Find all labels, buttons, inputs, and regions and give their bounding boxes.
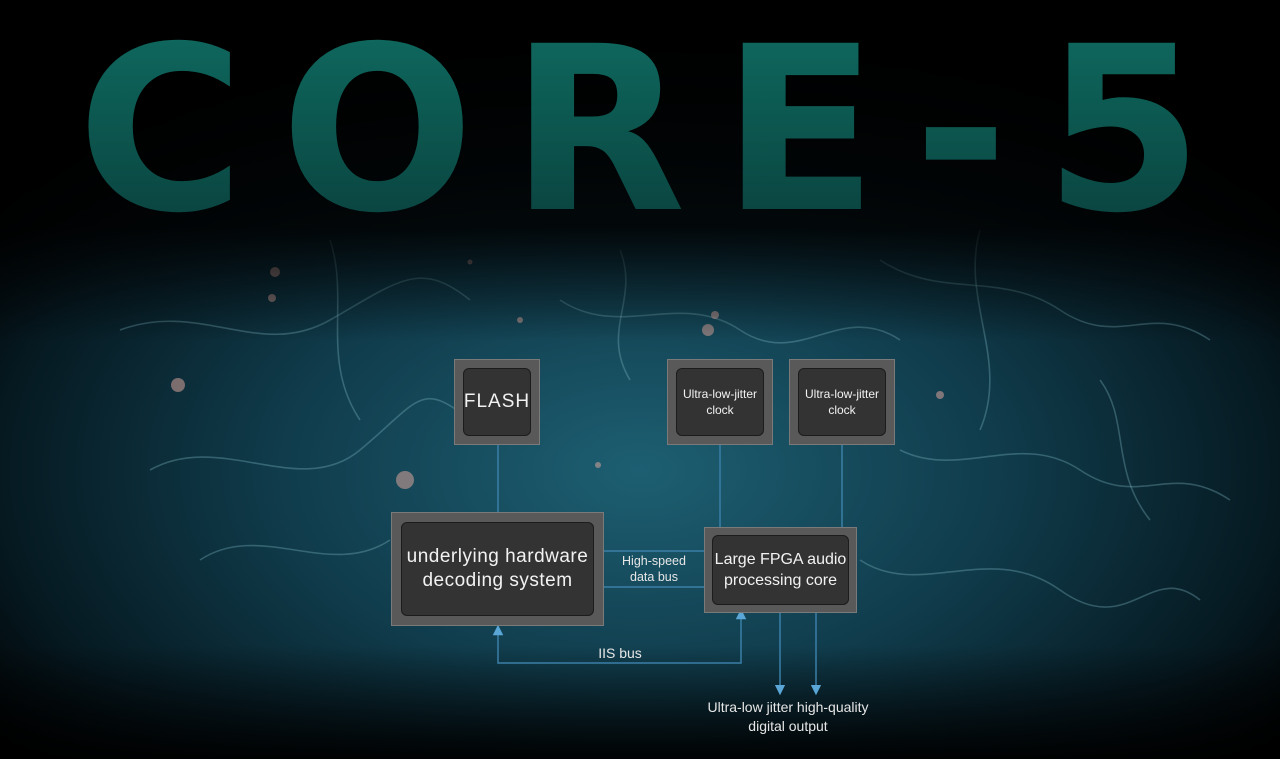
- decoder-label: underlying hardware decoding system: [401, 522, 594, 616]
- data-bus-line-2: data bus: [630, 570, 678, 584]
- product-title: CORE-5: [0, 10, 1280, 250]
- clock-2-line-1: Ultra-low-jitter: [804, 387, 879, 401]
- flash-chip: FLASH: [454, 359, 540, 445]
- clock-1-label: Ultra-low-jitter clock: [676, 368, 764, 436]
- iis-bus-line: [492, 608, 747, 664]
- fpga-label: Large FPGA audio processing core: [712, 535, 849, 605]
- data-bus-label: High-speed data bus: [604, 553, 704, 585]
- fpga-line-2: processing core: [724, 572, 837, 589]
- clock-chip-2: Ultra-low-jitter clock: [789, 359, 895, 445]
- fpga-line-1: Large FPGA audio: [714, 551, 847, 568]
- flash-label: FLASH: [463, 368, 531, 436]
- data-bus-line-1: High-speed: [622, 554, 686, 568]
- fpga-chip: Large FPGA audio processing core: [704, 527, 857, 613]
- clock-2-line-2: clock: [828, 403, 856, 417]
- iis-bus-label: IIS bus: [598, 645, 642, 661]
- decoder-chip: underlying hardware decoding system: [391, 512, 604, 626]
- decoder-line-1: underlying hardware: [406, 546, 589, 567]
- output-line-2-text: digital output: [748, 718, 828, 734]
- clock-chip-1: Ultra-low-jitter clock: [667, 359, 773, 445]
- output-line-1-text: Ultra-low jitter high-quality: [707, 699, 869, 715]
- clock-1-line-2: clock: [706, 403, 734, 417]
- decoder-line-2: decoding system: [422, 570, 573, 591]
- clock-2-label: Ultra-low-jitter clock: [798, 368, 886, 436]
- output-label: Ultra-low jitter high-quality digital ou…: [648, 698, 928, 736]
- clock-1-line-1: Ultra-low-jitter: [682, 387, 757, 401]
